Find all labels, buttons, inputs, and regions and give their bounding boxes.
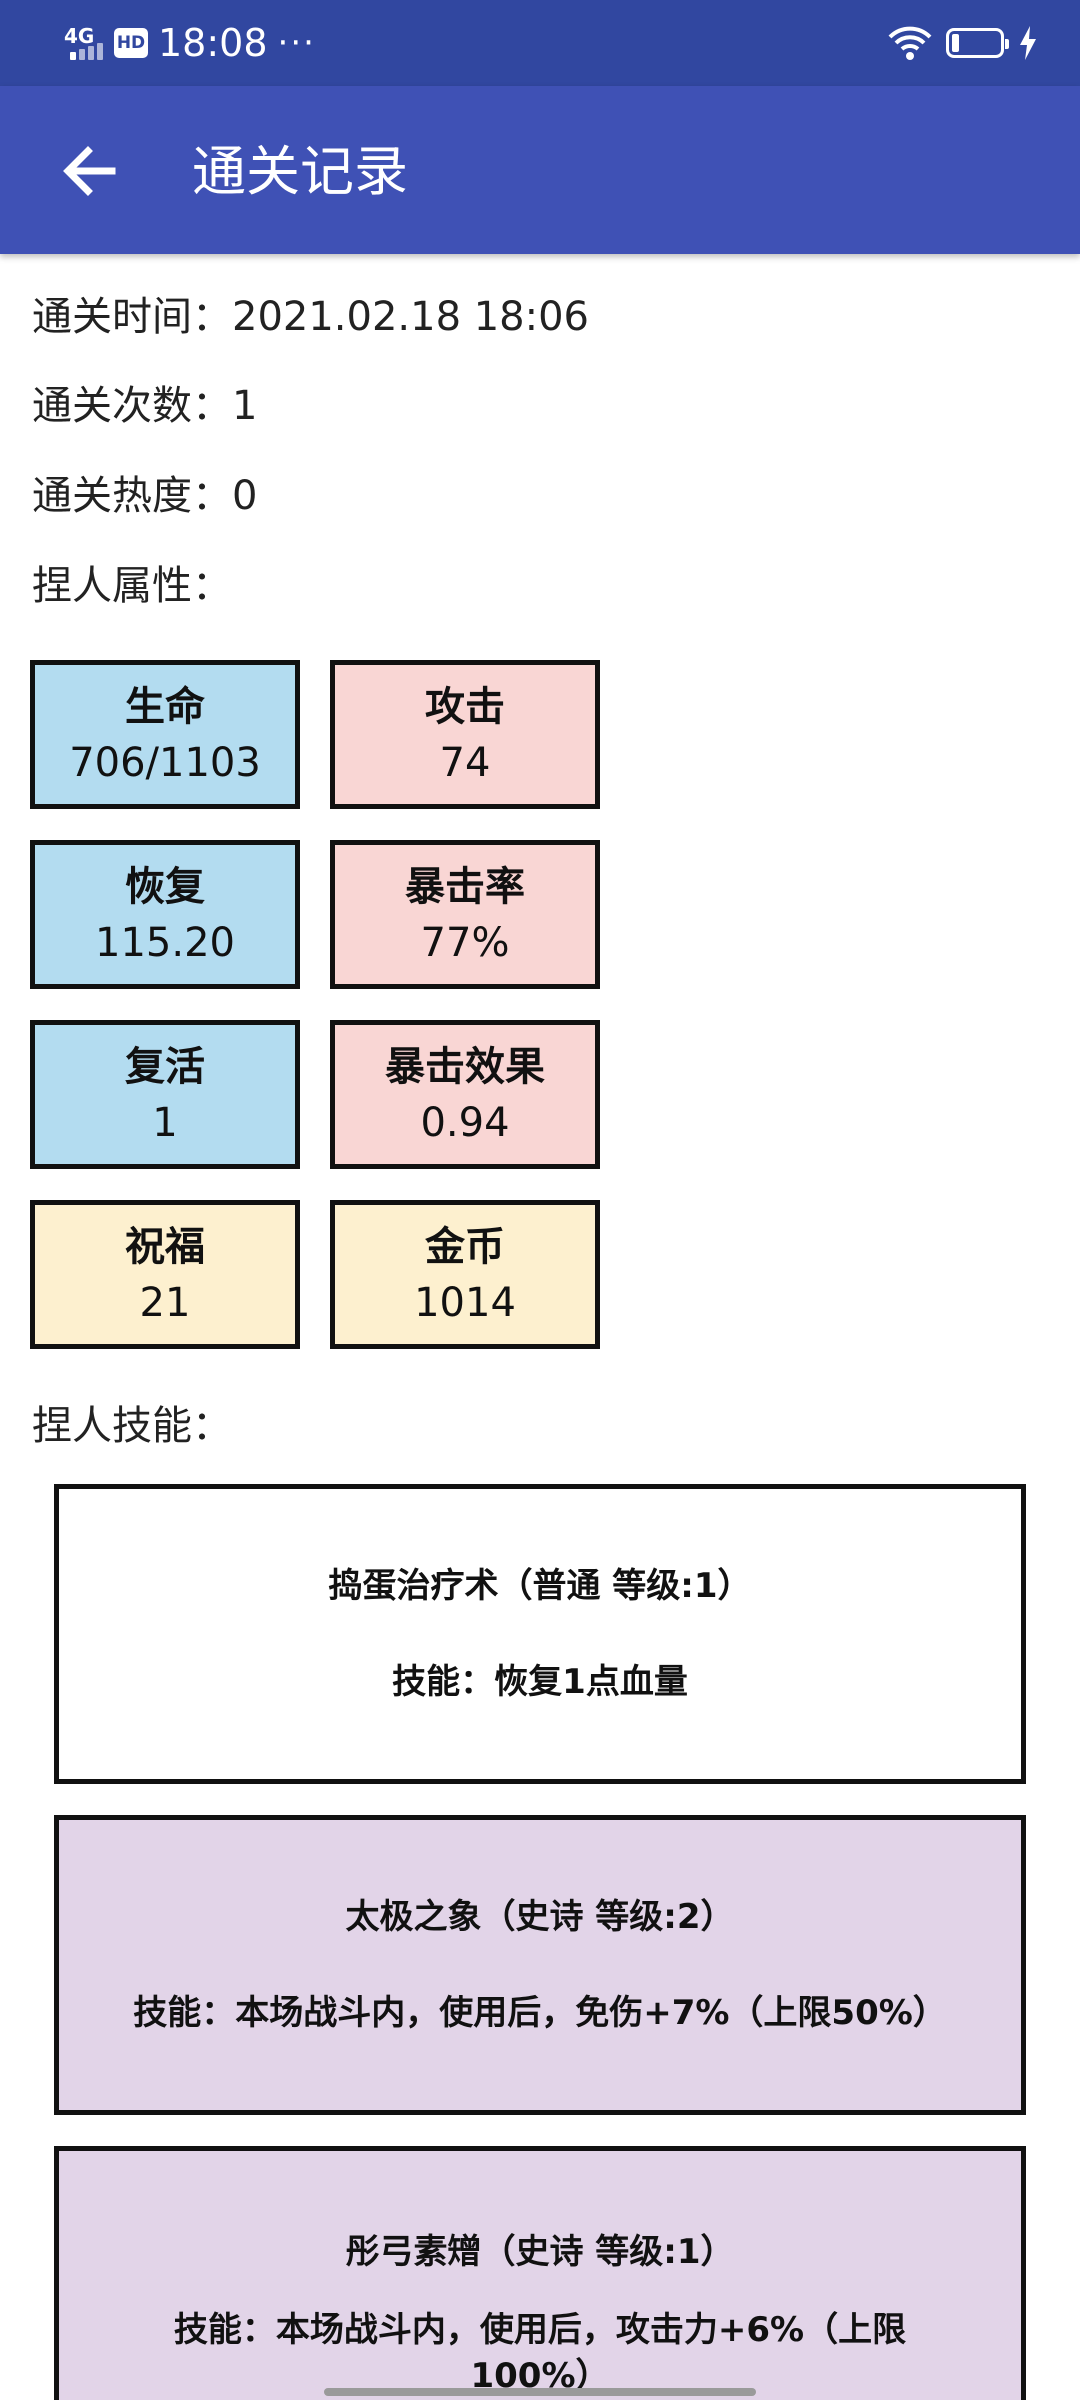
stat-blessing: 祝福 21 [30, 1200, 300, 1349]
app-bar: 通关记录 [0, 86, 1080, 254]
stat-name: 复活 [125, 1043, 205, 1090]
stat-value: 115.20 [95, 919, 235, 966]
skill-card: 彤弓素矰（史诗 等级:1） 技能：本场战斗内，使用后，攻击力+6%（上限100%… [54, 2146, 1026, 2400]
signal-icon: 4G [62, 22, 106, 64]
stat-attack: 攻击 74 [330, 660, 600, 809]
hd-icon: HD [114, 28, 148, 58]
status-more-dots: ··· [277, 23, 316, 63]
stat-value: 1014 [414, 1279, 516, 1326]
stat-value: 74 [439, 739, 491, 786]
stat-value: 77% [420, 919, 510, 966]
status-bar-right [888, 20, 1038, 66]
stat-revive: 复活 1 [30, 1020, 300, 1169]
skill-card: 捣蛋治疗术（普通 等级:1） 技能：恢复1点血量 [54, 1484, 1026, 1784]
battery-icon [946, 28, 1009, 58]
stat-name: 金币 [425, 1223, 505, 1270]
stat-name: 暴击效果 [385, 1043, 545, 1090]
skills-header: 捏人技能： [32, 1403, 232, 1449]
skill-desc: 技能：本场战斗内，使用后，攻击力+6%（上限100%） [173, 2310, 907, 2396]
skill-name: 彤弓素矰（史诗 等级:1） [345, 2232, 735, 2272]
clear-count: 通关次数：1 [32, 383, 258, 429]
stat-value: 21 [139, 1279, 191, 1326]
status-bar: 4G HD 18:08 ··· [0, 0, 1080, 86]
stat-recovery: 恢复 115.20 [30, 840, 300, 989]
back-button[interactable] [54, 136, 124, 206]
status-bar-left: 4G HD 18:08 ··· [62, 18, 316, 68]
stat-value: 706/1103 [69, 739, 261, 786]
charging-icon [1020, 26, 1036, 60]
stat-name: 祝福 [125, 1223, 205, 1270]
network-type: 4G [64, 24, 95, 48]
stat-name: 攻击 [425, 683, 505, 730]
skill-desc: 技能：本场战斗内，使用后，免伤+7%（上限50%） [133, 1993, 947, 2033]
clear-heat: 通关热度：0 [32, 473, 258, 519]
status-time: 18:08 [158, 21, 268, 65]
wifi-icon [888, 26, 932, 60]
stat-name: 恢复 [125, 863, 205, 910]
arrow-left-icon [63, 146, 116, 196]
stat-gold: 金币 1014 [330, 1200, 600, 1349]
attributes-header: 捏人属性： [32, 563, 232, 609]
stat-name: 暴击率 [405, 863, 525, 910]
skill-name: 太极之象（史诗 等级:2） [345, 1897, 735, 1937]
page-title: 通关记录 [192, 140, 408, 203]
stat-crit-effect: 暴击效果 0.94 [330, 1020, 600, 1169]
skill-name: 捣蛋治疗术（普通 等级:1） [328, 1566, 752, 1606]
stat-crit-rate: 暴击率 77% [330, 840, 600, 989]
stat-name: 生命 [125, 683, 205, 730]
clear-time: 通关时间：2021.02.18 18:06 [32, 294, 590, 340]
stat-value: 0.94 [420, 1099, 510, 1146]
stat-value: 1 [152, 1099, 178, 1146]
skill-card: 太极之象（史诗 等级:2） 技能：本场战斗内，使用后，免伤+7%（上限50%） [54, 1815, 1026, 2115]
stat-hp: 生命 706/1103 [30, 660, 300, 809]
home-indicator[interactable] [324, 2388, 756, 2396]
skill-desc: 技能：恢复1点血量 [392, 1662, 688, 1702]
